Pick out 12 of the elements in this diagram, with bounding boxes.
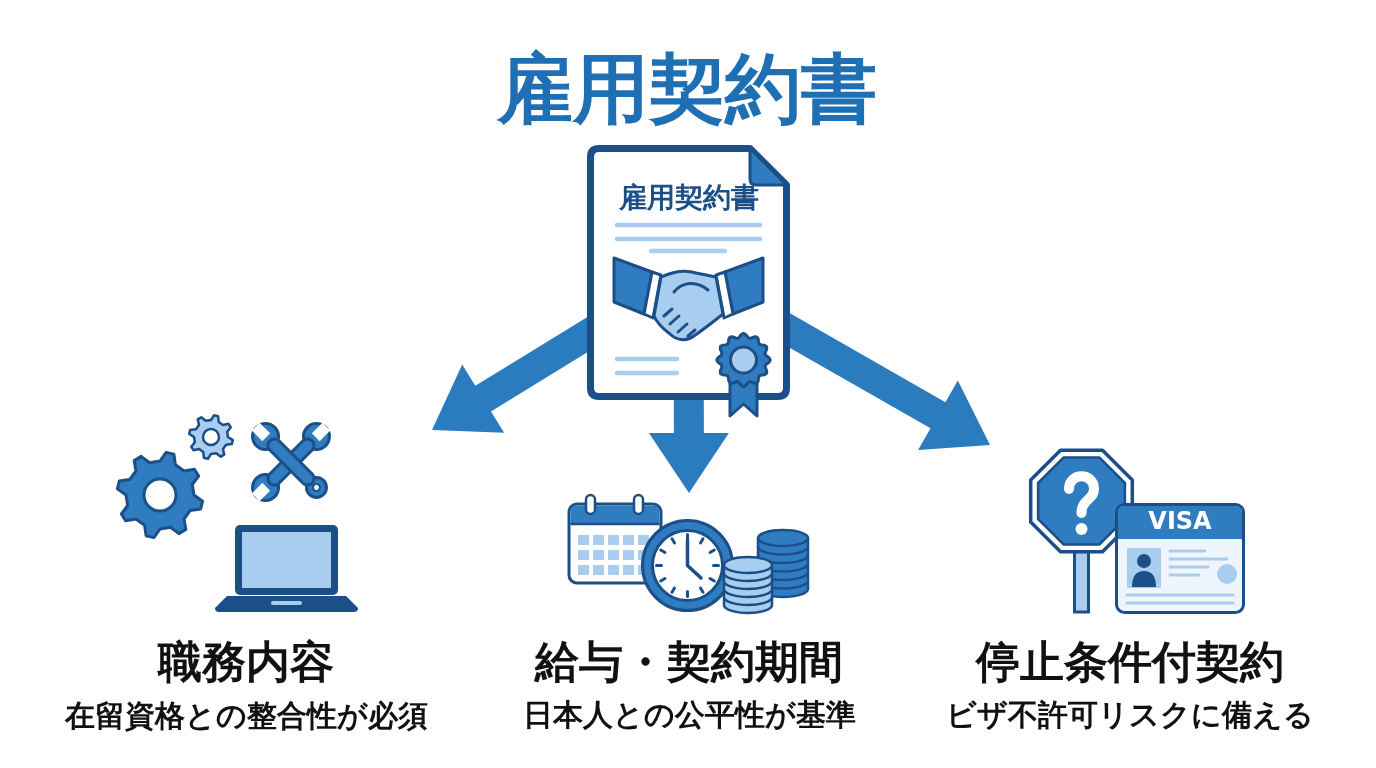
description-text: 日本人との公平性が基準 [522, 699, 856, 733]
card-title: VISA [1148, 508, 1212, 536]
heading-text: 職務内容 [158, 637, 334, 688]
arrow [648, 400, 729, 493]
description-text: ビザ不許可リスクに備える [946, 699, 1314, 733]
heading-text: 停止条件付契約 [976, 637, 1284, 688]
heading-text: 給与・契約期間 [535, 637, 843, 688]
arrow [790, 313, 990, 450]
description-text: 在留資格との整合性が必須 [64, 699, 428, 734]
arrow [432, 317, 587, 433]
document-title: 雇用契約書 [618, 182, 759, 215]
title: 雇用契約書 [497, 45, 877, 133]
